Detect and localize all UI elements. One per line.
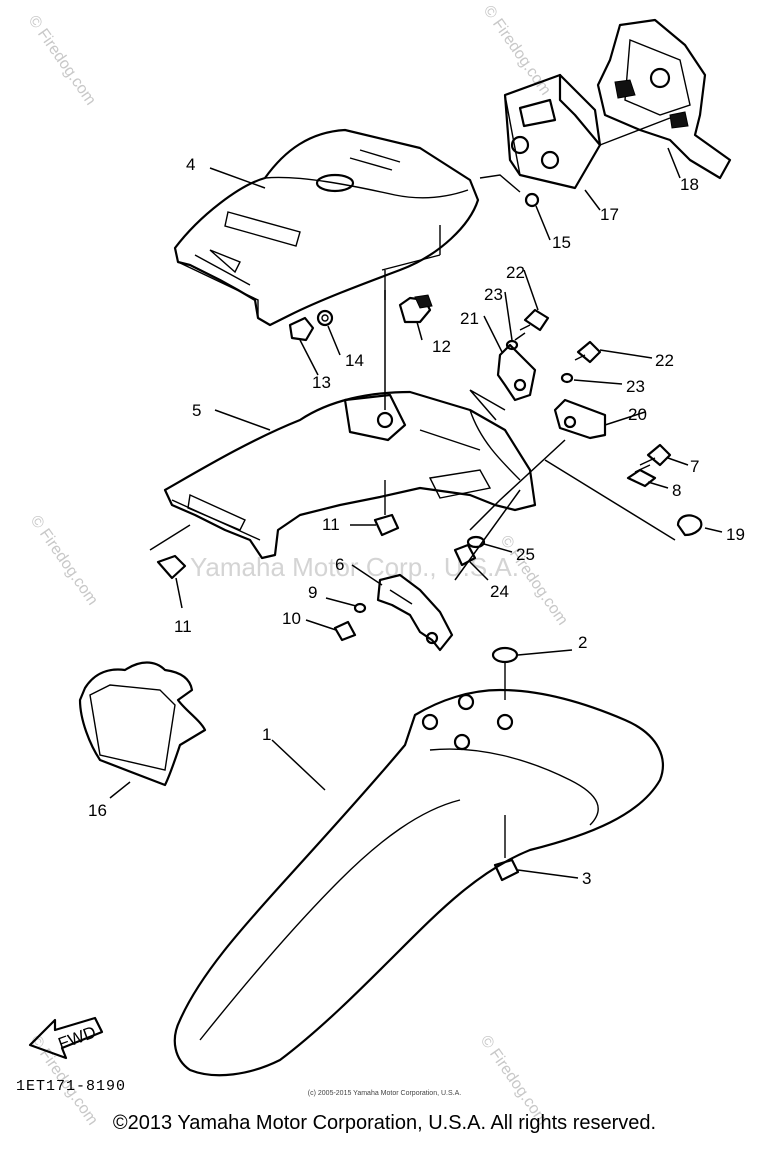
- part-front-fender: [173, 688, 664, 1077]
- diagram-code: 1ET171-8190: [16, 1078, 127, 1095]
- callout-9: 9: [308, 583, 317, 602]
- callout-19: 19: [726, 525, 745, 544]
- callout-23-right: 23: [626, 377, 645, 396]
- part-washer-14: [316, 309, 334, 327]
- part-bolt-22-right: [574, 340, 602, 364]
- part-cap-19: [676, 514, 703, 537]
- part-tail-light-housing: [503, 73, 602, 190]
- callout-6: 6: [335, 555, 344, 574]
- callout-13: 13: [312, 373, 331, 392]
- part-washer-23-right: [560, 372, 574, 384]
- part-license-bracket: [596, 18, 732, 180]
- part-grommet-12: [398, 294, 433, 324]
- callout-23-upper: 23: [484, 285, 503, 304]
- callout-18: 18: [680, 175, 699, 194]
- callout-15: 15: [552, 233, 571, 252]
- callout-11-center: 11: [322, 515, 340, 534]
- part-rear-fender: [163, 390, 537, 560]
- watermark-mid-left: © Firedog.com: [27, 513, 101, 609]
- part-bolt-11-left: [149, 524, 191, 580]
- part-bracket-20: [553, 398, 607, 440]
- callout-16: 16: [88, 801, 107, 820]
- part-bolt-13: [288, 316, 315, 342]
- callout-7: 7: [690, 457, 699, 476]
- part-nut-15: [479, 174, 540, 208]
- callout-21: 21: [460, 309, 479, 328]
- callout-5: 5: [192, 401, 201, 420]
- callout-1: 1: [262, 725, 271, 744]
- small-copyright-notice: (c) 2005-2015 Yamaha Motor Corporation, …: [307, 1090, 462, 1097]
- part-nut-10: [333, 620, 357, 642]
- part-nut-24: [453, 543, 477, 567]
- watermarks: © Firedog.com © Firedog.com © Firedog.co…: [25, 3, 571, 1129]
- part-washer-9: [353, 602, 367, 614]
- part-washer-8: [626, 468, 657, 488]
- callout-24: 24: [490, 582, 509, 601]
- watermark-top-left: © Firedog.com: [25, 13, 99, 109]
- callout-8: 8: [672, 481, 681, 500]
- callout-17: 17: [600, 205, 619, 224]
- part-grommet-2: [491, 646, 519, 700]
- callout-3: 3: [582, 869, 591, 888]
- callout-14: 14: [345, 351, 364, 370]
- part-washer-25: [466, 535, 486, 549]
- callout-2: 2: [578, 633, 587, 652]
- leader-lines: [109, 147, 723, 879]
- part-bracket-6: [376, 573, 454, 652]
- part-bolt-3: [493, 815, 520, 882]
- part-bolt-22-upper: [514, 308, 550, 341]
- part-mud-flap: [78, 661, 207, 787]
- part-washer-23-upper: [505, 339, 519, 351]
- callout-22-upper: 22: [506, 263, 525, 282]
- callout-22-right: 22: [655, 351, 674, 370]
- part-bracket-21: [496, 343, 537, 402]
- callout-4: 4: [186, 155, 195, 174]
- callout-25: 25: [516, 545, 535, 564]
- callout-12: 12: [432, 337, 451, 356]
- part-bolt-7: [634, 443, 672, 473]
- part-bolt-11-center: [373, 480, 400, 537]
- callout-10: 10: [282, 609, 301, 628]
- callout-20: 20: [628, 405, 647, 424]
- callout-11-left: 11: [174, 617, 192, 636]
- copyright-notice: ©2013 Yamaha Motor Corporation, U.S.A. A…: [112, 1112, 657, 1134]
- callout-labels: 4 17 18 15 12 13 14 22 23 21 22 23 5 20 …: [88, 155, 745, 888]
- watermark-top-right: © Firedog.com: [480, 3, 554, 99]
- part-rear-fender-cover: [173, 128, 480, 327]
